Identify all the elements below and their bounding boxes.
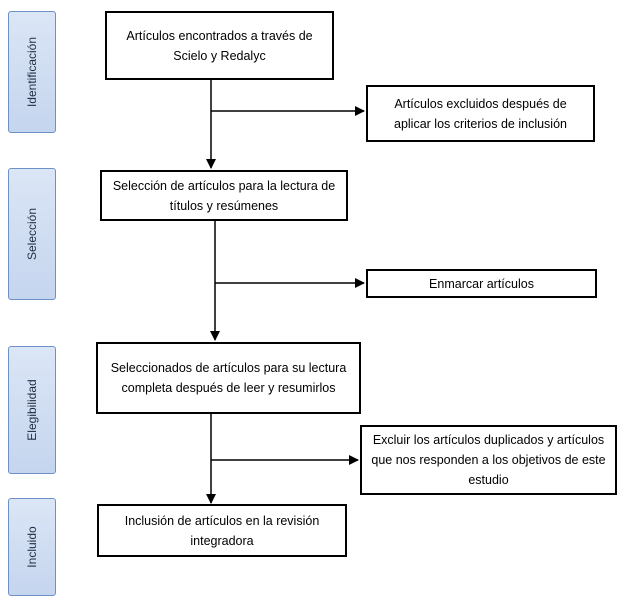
box-excluded-criteria: Artículos excluidos después de aplicar l… <box>366 85 595 142</box>
box-exclude-duplicates-text: Excluir los artículos duplicados y artíc… <box>371 433 606 487</box>
box-selection-reading: Selección de artículos para la lectura d… <box>100 170 348 221</box>
box-exclude-duplicates: Excluir los artículos duplicados y artíc… <box>360 425 617 495</box>
box-selection-reading-text: Selección de artículos para la lectura d… <box>112 178 336 213</box>
box-frame: Enmarcar artículos <box>366 269 597 298</box>
box-frame-text: Enmarcar artículos <box>429 276 534 291</box>
phase-elegibilidad: Elegibilidad <box>8 346 56 474</box>
box-inclusion: Inclusión de artículos en la revisión in… <box>97 504 347 557</box>
phase-seleccion: Selección <box>8 168 56 300</box>
box-selected-full-text: Seleccionados de artículos para su lectu… <box>110 361 347 395</box>
box-excluded-criteria-text: Artículos excluidos después de aplicar l… <box>394 96 567 131</box>
phase-incluido: Incluido <box>8 498 56 596</box>
phase-identificacion: Identificación <box>8 11 56 133</box>
box-selected-full: Seleccionados de artículos para su lectu… <box>96 342 361 414</box>
box-inclusion-text: Inclusión de artículos en la revisión in… <box>124 513 320 548</box>
box-found-text: Artículos encontrados a través de Scielo… <box>126 28 313 63</box>
box-found: Artículos encontrados a través de Scielo… <box>105 11 334 80</box>
